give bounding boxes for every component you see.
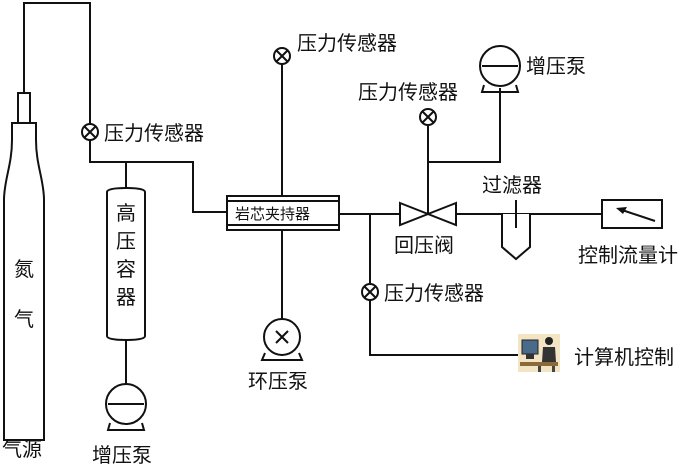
confining-pump-icon (260, 318, 304, 361)
core-holder-label: 岩芯夹持器 (235, 206, 310, 223)
pressure-sensor-1-icon (81, 123, 99, 141)
bottle-label-char2: 气 (14, 308, 34, 331)
pressure-sensor-1-label: 压力传感器 (104, 122, 204, 145)
vessel-label-3: 容 (116, 258, 136, 281)
computer-icon (518, 334, 560, 372)
booster-pump-left-label: 增压泵 (92, 444, 152, 467)
valve-pump-line (428, 88, 501, 163)
filter-label: 过滤器 (482, 174, 542, 197)
filter-icon (501, 214, 531, 261)
pressure-sensor-4-label: 压力传感器 (384, 282, 484, 305)
core-holder (226, 195, 340, 231)
pressure-sensor-3-icon (419, 108, 437, 126)
computer-control-label: 计算机控制 (574, 346, 674, 369)
back-pressure-valve-label: 回压阀 (394, 234, 454, 257)
bottle-valve-top (17, 92, 31, 124)
nitrogen-bottle (3, 92, 45, 441)
bottle-body (3, 122, 45, 441)
booster-pump-right-icon (479, 45, 521, 93)
pressure-sensor-2-icon (273, 47, 291, 65)
flow-meter-label: 控制流量计 (578, 244, 678, 267)
confining-pump-label: 环压泵 (248, 371, 308, 393)
bottle-label-char1: 氮 (14, 258, 34, 281)
back-pressure-valve-icon (399, 201, 457, 227)
gas-supply-line (23, 2, 227, 213)
pressure-sensor-3-label: 压力传感器 (358, 81, 458, 104)
computer-line (369, 214, 520, 356)
flow-meter-icon (601, 199, 663, 229)
high-pressure-vessel (106, 186, 146, 342)
gas-source-label: 气源 (2, 438, 42, 461)
pressure-sensor-2-label: 压力传感器 (297, 32, 397, 55)
booster-pump-left-icon (105, 383, 147, 431)
vessel-label-2: 压 (116, 231, 136, 253)
vessel-label-1: 高 (116, 202, 136, 225)
vessel-label-4: 器 (116, 287, 136, 309)
pressure-sensor-4-icon (361, 283, 379, 301)
booster-pump-right-label: 增压泵 (526, 55, 586, 78)
